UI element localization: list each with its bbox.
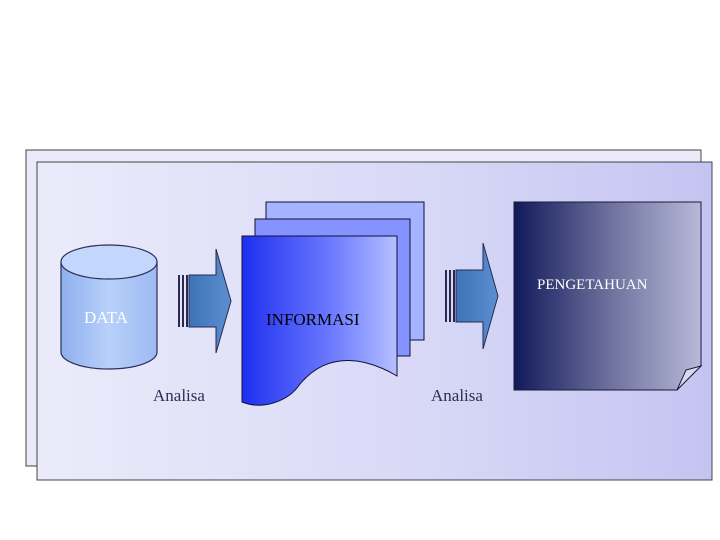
analisa-arrow-2-icon [445, 242, 499, 350]
data-cylinder-icon [60, 244, 158, 370]
pengetahuan-note-icon [513, 201, 703, 391]
analisa-label-2: Analisa [431, 386, 483, 405]
analisa-arrow-1-icon [178, 248, 232, 354]
data-label: DATA [84, 308, 128, 327]
informasi-document-stack-icon [241, 201, 425, 406]
informasi-label: INFORMASI [266, 310, 360, 329]
analisa-label-1: Analisa [153, 386, 205, 405]
pengetahuan-label: PENGETAHUAN [537, 277, 648, 293]
